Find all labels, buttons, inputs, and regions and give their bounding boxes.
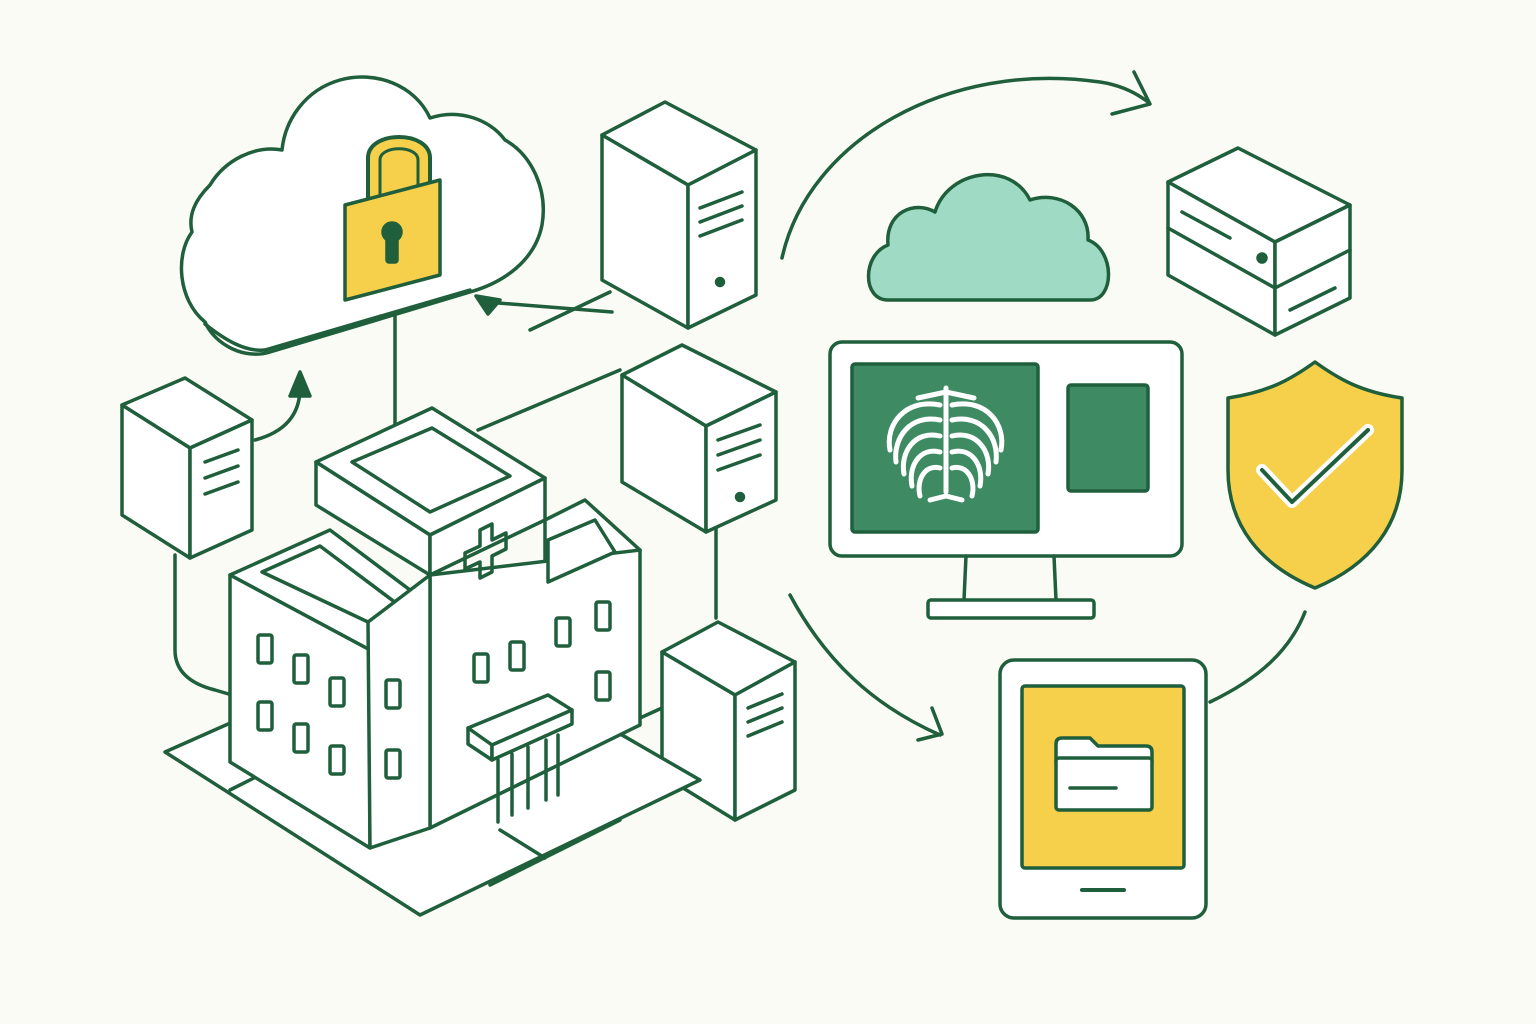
server-tower-icon-top	[600, 100, 758, 330]
cycle-arrows	[780, 70, 1307, 742]
cloud-lock-icon	[179, 75, 545, 356]
folder-icon	[1054, 736, 1154, 812]
medical-cross-icon	[463, 522, 508, 580]
tablet-folder-icon	[998, 658, 1208, 920]
shield-check-icon	[1226, 360, 1404, 590]
server-box-icon-left	[120, 376, 254, 560]
padlock-icon	[343, 135, 442, 302]
hospital-building-icon	[163, 406, 702, 917]
server-tower-icon-middle	[620, 343, 778, 534]
server-box-icon-right	[1166, 146, 1352, 337]
xray-monitor-icon	[828, 340, 1184, 620]
cloud-icon	[866, 173, 1111, 302]
ribcage-icon	[886, 385, 1005, 503]
